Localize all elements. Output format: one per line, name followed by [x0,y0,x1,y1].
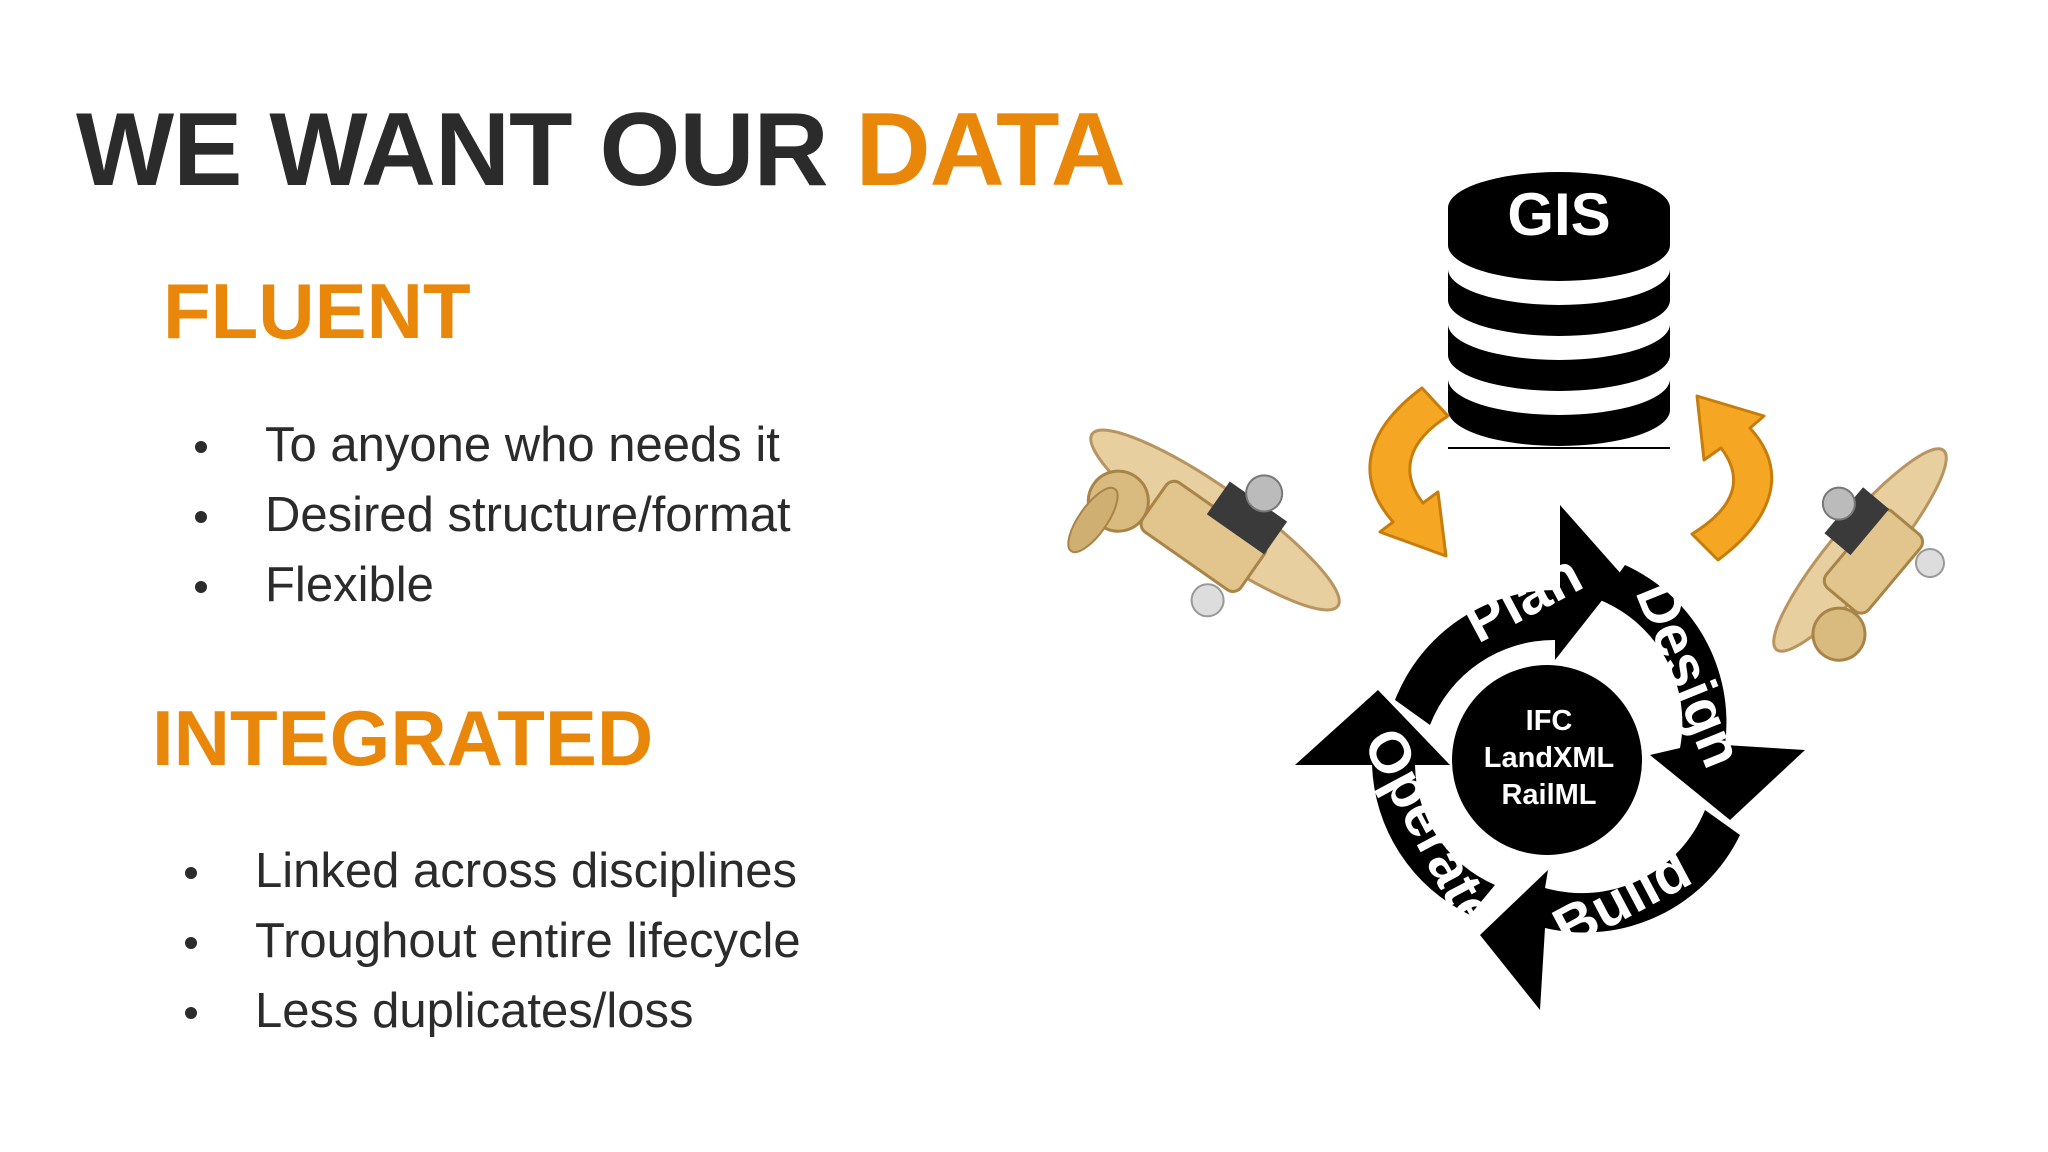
toy-airplane-icon [1067,428,1341,618]
list-item: To anyone who needs it [195,410,791,480]
build-arrow [1480,810,1740,1010]
slide-title: WE WANT OUR DATA [76,98,1126,202]
cycle-label-design: Design [1623,573,1756,777]
center-circle [1452,665,1642,855]
integrated-list: Linked across disciplines Troughout enti… [185,836,801,1046]
curved-arrow-icon [1690,394,1774,562]
list-item: Linked across disciplines [185,836,801,906]
list-item: Troughout entire lifecycle [185,906,801,976]
database-icon: GIS [1448,172,1670,449]
list-item: Flexible [195,550,791,620]
center-label-landxml: LandXML [1484,742,1615,774]
integrated-heading: INTEGRATED [152,694,654,782]
fluent-list: To anyone who needs it Desired structure… [195,410,791,620]
cycle-label-build: Build [1543,836,1702,961]
curved-arrow-icon [1368,386,1450,558]
database-label: GIS [1507,181,1610,248]
cycle-arrows [1295,505,1805,1010]
title-accent: DATA [855,92,1125,208]
fluent-heading: FLUENT [163,267,471,355]
operate-arrow [1295,690,1495,915]
plan-arrow [1395,505,1622,725]
list-item: Less duplicates/loss [185,976,801,1046]
center-label-railml: RailML [1501,779,1596,811]
list-item: Desired structure/format [195,480,791,550]
center-label-ifc: IFC [1526,705,1573,737]
title-prefix: WE WANT OUR [76,92,856,208]
design-arrow [1600,565,1805,820]
toy-airplane-icon [1772,447,1948,662]
